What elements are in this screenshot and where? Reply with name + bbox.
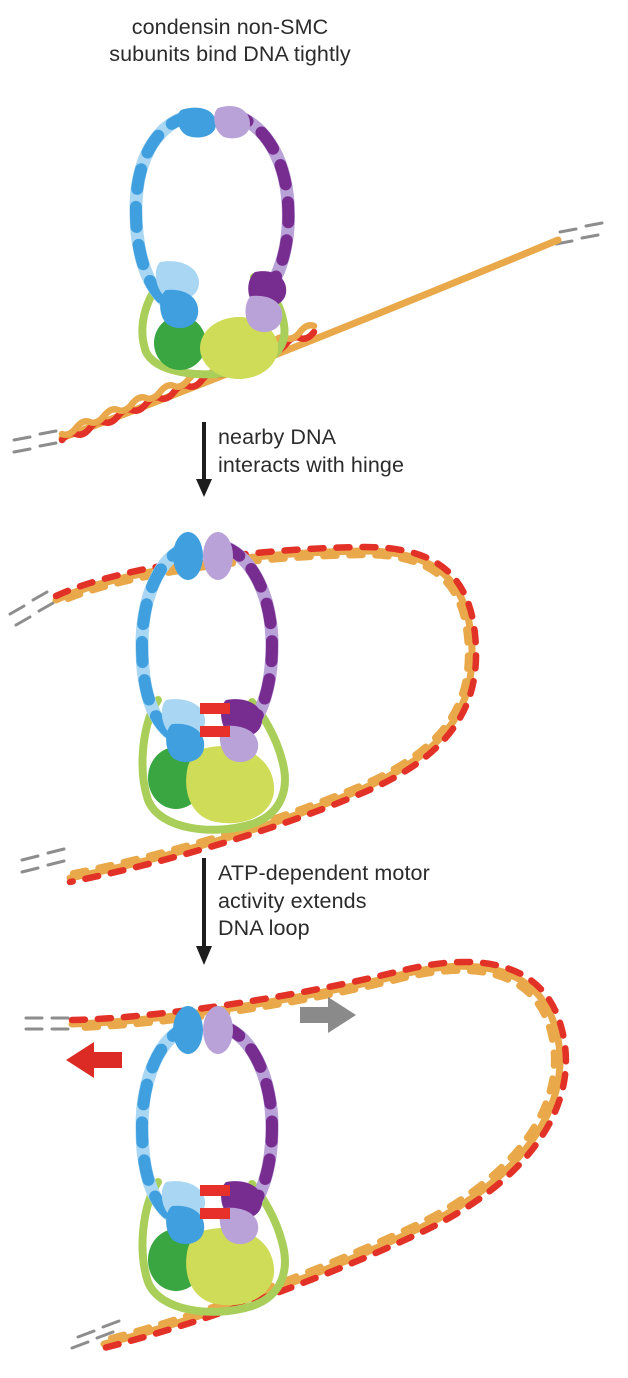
dna-backbone-panel-3: [68, 962, 564, 1348]
step-1-label: nearby DNA interacts with hinge: [218, 424, 538, 479]
panel-3: [24, 958, 570, 1352]
red-left-arrow-icon: [66, 1042, 122, 1078]
dna-dash-right-1: [554, 221, 604, 246]
step-2-label-line-3: DNA loop: [218, 916, 310, 940]
step-1-label-line-2: interacts with hinge: [218, 452, 405, 477]
smc-arm-blue-panel-3: [135, 1006, 206, 1245]
dna-dash-left-3: [24, 1016, 70, 1031]
kleisin-outline-panel-2: [138, 696, 289, 834]
condensin-complex-panel-1: [129, 105, 295, 379]
non-smc-subunit-dark-green-panel-1: [154, 316, 206, 370]
smc-arm-purple-panel-1: [214, 105, 295, 333]
condensin-complex-panel-2: [135, 532, 289, 834]
panel-2: [8, 532, 480, 886]
gray-right-arrow-icon: [300, 997, 356, 1033]
non-smc-subunit-yellow-green-panel-2: [186, 745, 275, 824]
step-2-label-line-2: activity extends: [218, 888, 367, 913]
smc-arm-purple-panel-3: [203, 1006, 279, 1245]
dna-dash-bottom-3: [70, 1319, 121, 1350]
panel-1: [12, 105, 604, 454]
dna-duplex-panel-1: [12, 221, 604, 454]
atp-engagement-bars-panel-2: [200, 703, 230, 737]
step-2-label: ATP-dependent motor activity extends DNA…: [218, 860, 548, 943]
dna-dash-left-1: [12, 429, 58, 454]
smc-arm-blue-panel-2: [135, 532, 206, 763]
atp-engagement-bars-panel-3: [200, 1185, 230, 1219]
smc-arm-purple-panel-2: [203, 532, 279, 763]
step-2-label-line-1: ATP-dependent motor: [218, 861, 430, 885]
smc-arm-blue-panel-1: [129, 107, 216, 329]
figure-title-line-1: condensin non-SMC: [131, 15, 329, 39]
dna-dash-left-2: [8, 590, 55, 627]
figure-title: condensin non-SMC subunits bind DNA tigh…: [0, 14, 460, 68]
non-smc-subunit-yellow-green-panel-1: [200, 317, 278, 379]
figure-title-line-2: subunits bind DNA tightly: [109, 42, 351, 66]
kleisin-outline-panel-3: [138, 1178, 289, 1316]
step-1-label-line-1: nearby DNA: [218, 425, 337, 449]
condensin-complex-panel-3: [135, 1006, 289, 1316]
dna-dash-bottom-2: [20, 847, 66, 874]
step-1-arrow-down-icon: [196, 422, 212, 497]
dna-loop-panel-3: [24, 958, 570, 1352]
step-2-arrow-down-icon: [196, 858, 212, 965]
non-smc-subunit-yellow-green-panel-3: [186, 1227, 275, 1306]
